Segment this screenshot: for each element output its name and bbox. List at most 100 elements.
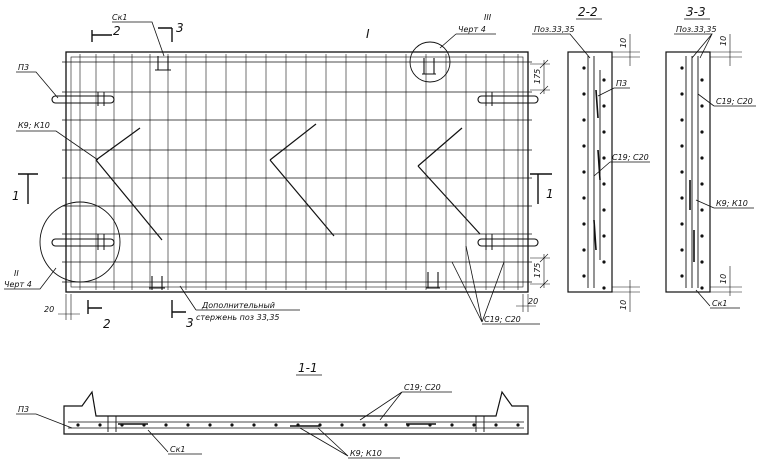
- lifting-loop-top-left: [155, 56, 171, 71]
- p3-plan-label: П3: [18, 63, 29, 72]
- callout-sk1: Ск1: [112, 13, 165, 57]
- bar-dot: [680, 92, 684, 96]
- extra-bar-line2: стержень поз 33,35: [196, 313, 280, 322]
- dimension-20-left: 20: [44, 294, 80, 320]
- p3-bar-right-lower: [477, 234, 539, 250]
- bar-dot: [680, 222, 684, 226]
- bar-dot: [700, 130, 704, 134]
- callout-iii: III Черт 4: [439, 13, 496, 49]
- bar-dot: [582, 170, 586, 174]
- bar-dot: [384, 423, 388, 427]
- poz-3-3-label: Поз.33,35: [676, 25, 717, 34]
- bar-dot: [700, 234, 704, 238]
- section-1-1-title: 1-1: [298, 361, 318, 375]
- bar-dot: [700, 286, 704, 290]
- bar-dot: [296, 423, 300, 427]
- k9k10-plan-label: К9; К10: [18, 121, 50, 130]
- dimension-10-2-2-bottom: 10: [612, 280, 640, 312]
- section-3-3: 3-3 Поз.33,35 С19; С20 К9; К10 Ск1 10 10: [665, 5, 756, 309]
- bar-dot: [680, 196, 684, 200]
- bar-dot: [602, 208, 606, 212]
- reinforcement-mesh: [62, 54, 532, 290]
- bar-dot: [230, 423, 234, 427]
- chert4-iii-label: Черт 4: [458, 25, 486, 34]
- bar-dot: [602, 182, 606, 186]
- bar-dot: [76, 423, 80, 427]
- p3-1-1-label: П3: [18, 405, 29, 414]
- bar-dot: [582, 92, 586, 96]
- dim-10-2-2-bottom-label: 10: [619, 300, 628, 310]
- bar-dot: [582, 66, 586, 70]
- detail-circle-ii: [39, 201, 121, 283]
- dim-20-left-label: 20: [44, 305, 54, 314]
- extra-bar-line1: Дополнительный: [201, 301, 275, 310]
- bar-dot: [450, 423, 454, 427]
- bar-dot: [186, 423, 190, 427]
- section-1-1: 1-1 П3 Ск1 С19; С20 К9; К10: [16, 361, 529, 459]
- k-frame-lower-arm: [95, 159, 163, 241]
- bar-dot: [602, 234, 606, 238]
- callout-c19c20-plan: С19; С20: [451, 245, 540, 325]
- bar-dot: [142, 423, 146, 427]
- section-3-3-title: 3-3: [686, 5, 706, 19]
- bar-dot: [98, 423, 102, 427]
- plan-view: 2 3 2 3 1 1 I Ск1 III Черт 4: [4, 13, 554, 331]
- section-mark-1-left: 1: [12, 173, 38, 204]
- bar-dot: [680, 118, 684, 122]
- bar-dot: [700, 208, 704, 212]
- bar-dot: [602, 78, 606, 82]
- k-frames: [95, 123, 481, 241]
- dim-175-top-label: 175: [533, 69, 542, 84]
- bar-dot: [582, 274, 586, 278]
- bar-dot: [700, 156, 704, 160]
- bar-dot: [340, 423, 344, 427]
- sk1-label: Ск1: [112, 13, 128, 22]
- lifting-loop-top-right: [422, 58, 436, 75]
- dimension-10-3-3-bottom: 10: [710, 266, 742, 296]
- section-roman-label: I: [366, 27, 370, 41]
- bar-dot: [680, 170, 684, 174]
- cut-label-3-bottom: 3: [186, 316, 194, 330]
- bar-dot: [602, 104, 606, 108]
- c19c20-3-3-label: С19; С20: [716, 97, 753, 106]
- dim-20-right-label: 20: [528, 297, 538, 306]
- bar-dot: [700, 104, 704, 108]
- bar-dot: [406, 423, 410, 427]
- bar-dot: [582, 144, 586, 148]
- bar-dot: [582, 118, 586, 122]
- c19c20-plan-label: С19; С20: [484, 315, 521, 324]
- lifting-loop-bottom-right: [426, 272, 440, 289]
- section-mark-2-top: 2: [91, 24, 121, 42]
- section-mark-1-right: 1: [530, 173, 554, 204]
- plan-inner-outline: [70, 56, 524, 288]
- k-frame-lower-arm: [269, 159, 335, 237]
- section-2-2-outline: [567, 51, 613, 293]
- cut-label-2-top: 2: [113, 24, 121, 38]
- p3-bar-right-upper: [477, 92, 539, 106]
- dim-10-2-2-top-label: 10: [619, 38, 628, 48]
- section-mark-3-top: 3: [158, 21, 184, 42]
- bar-dot: [252, 423, 256, 427]
- k9k10-1-1-label: К9; К10: [350, 449, 382, 458]
- bar-dot: [680, 248, 684, 252]
- p3-bar-left-lower: [51, 234, 115, 250]
- dim-10-3-3-bottom-label: 10: [719, 274, 728, 284]
- bar-dot: [164, 423, 168, 427]
- bar-dot: [700, 260, 704, 264]
- section-mark-3-bottom: 3: [171, 300, 194, 330]
- bar-dot: [582, 222, 586, 226]
- cut-label-3-top: 3: [176, 21, 184, 35]
- plan-outline: [65, 51, 529, 293]
- bar-dot: [700, 182, 704, 186]
- dimension-20-right: 20: [516, 294, 538, 312]
- dimension-175-top: 175: [530, 59, 550, 95]
- bar-dot: [318, 423, 322, 427]
- sk1-1-1-label: Ск1: [170, 445, 186, 454]
- section-2-2: 2-2 Поз.33,35 П3 С19; С20 10 10: [532, 5, 650, 312]
- bar-dot: [120, 423, 124, 427]
- p3-bar-left-upper: [51, 92, 115, 106]
- poz-2-2-label: Поз.33,35: [534, 25, 575, 34]
- bar-dot: [472, 423, 476, 427]
- cut-label-1-left: 1: [12, 189, 20, 203]
